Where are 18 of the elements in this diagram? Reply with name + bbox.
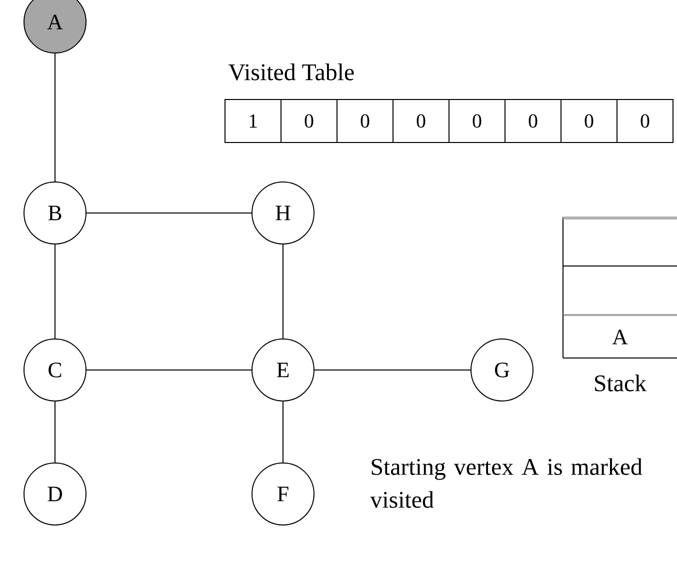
table-cell: 0: [392, 99, 450, 143]
edge-line: [54, 53, 56, 182]
stack-label: Stack: [595, 374, 647, 392]
table-cell: 0: [448, 99, 506, 143]
note: Starting vertex A is marked visited: [370, 458, 642, 508]
table-cell: 1: [224, 99, 282, 143]
edge-line: [282, 401, 284, 463]
edge-line: [282, 244, 284, 339]
table-cell: 0: [560, 99, 618, 143]
table-cell: 0: [616, 99, 674, 143]
edge-line: [86, 212, 252, 214]
table-cell: 0: [280, 99, 338, 143]
stack-cell: A: [562, 314, 677, 358]
edge-line: [54, 401, 56, 463]
table-cell: 0: [504, 99, 562, 143]
table-cell: 0: [336, 99, 394, 143]
edge-line: [54, 244, 56, 339]
table-title: Visited Table: [228, 64, 354, 80]
